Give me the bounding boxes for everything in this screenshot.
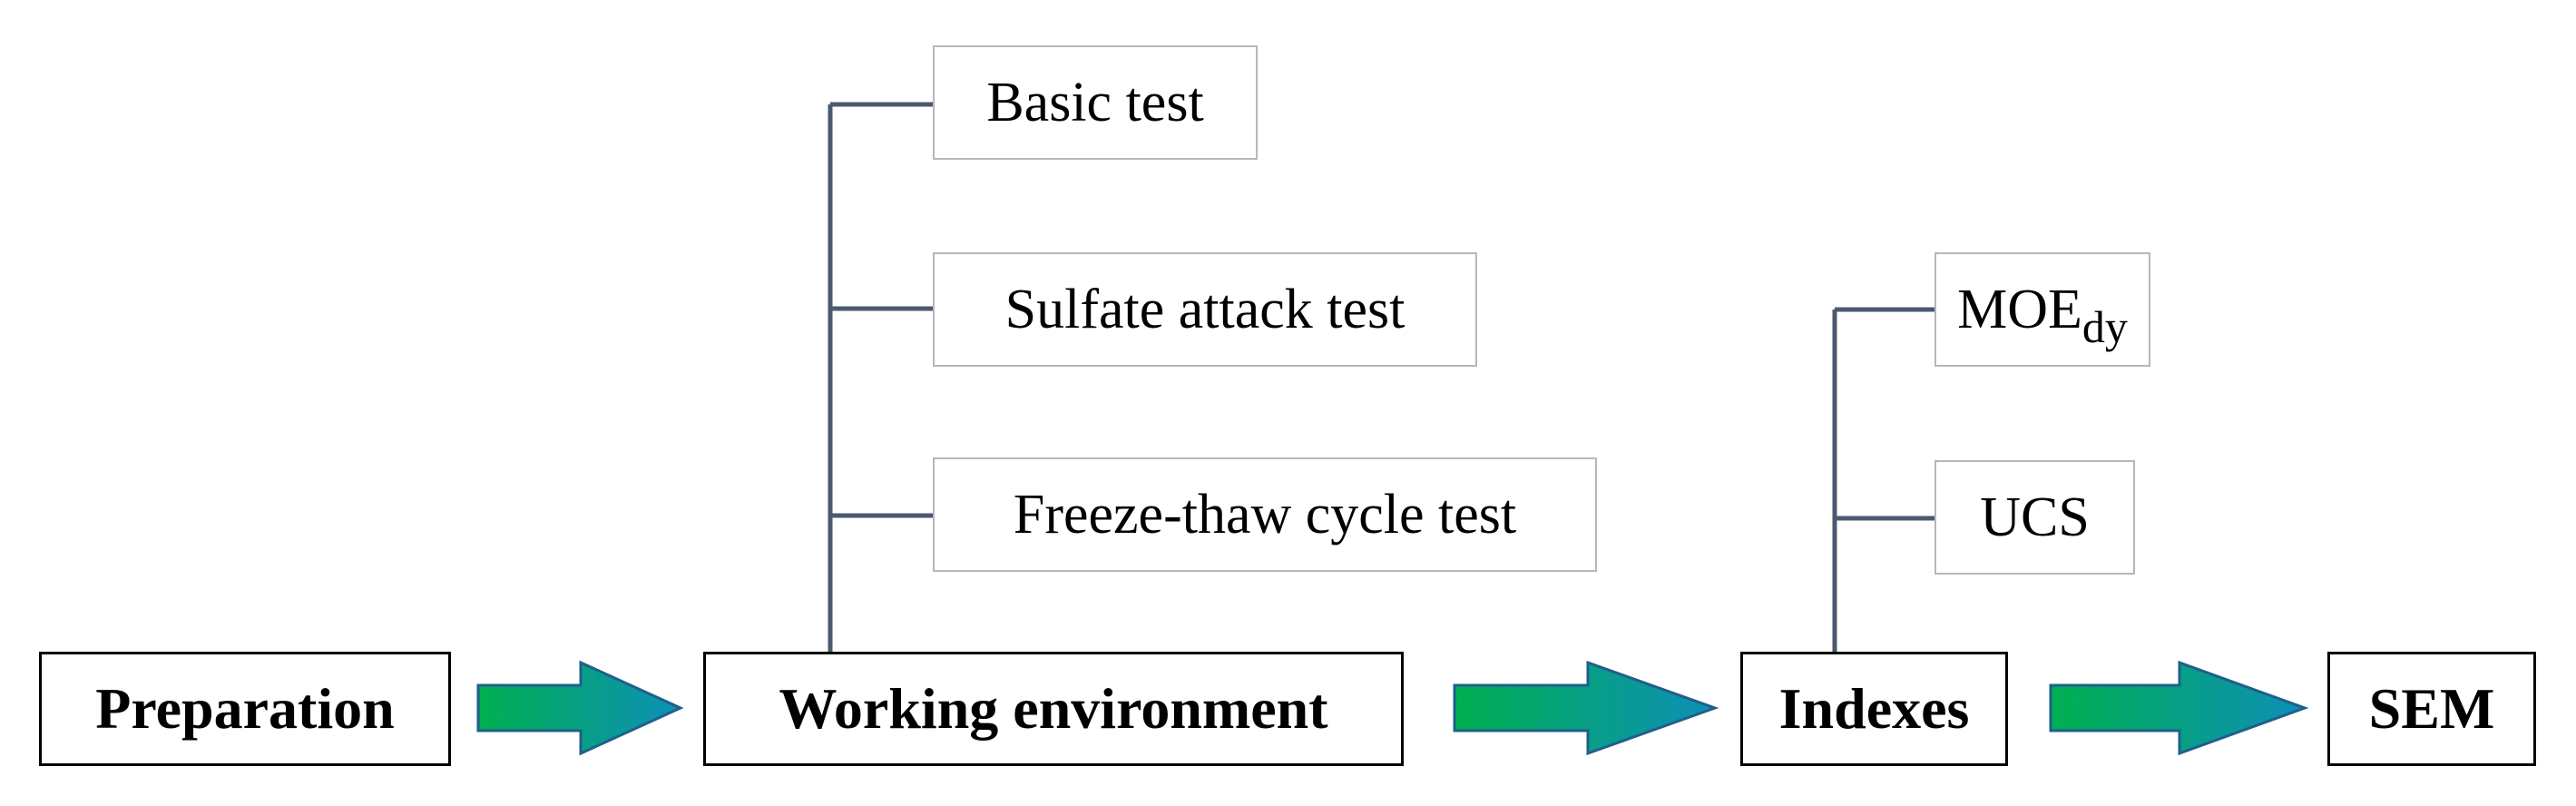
block-right-arrow-icon (476, 660, 684, 756)
indexes-box: Indexes (1740, 652, 2008, 766)
working-environment-box: Working environment (703, 652, 1404, 766)
block-right-arrow-icon (2049, 660, 2309, 756)
sem-label: SEM (2368, 676, 2495, 741)
ucs-label: UCS (1980, 486, 2090, 548)
block-right-arrow-icon (1453, 660, 1719, 756)
sulfate-attack-test-label: Sulfate attack test (1004, 278, 1406, 340)
moe-main-text: MOE (1957, 278, 2082, 340)
moe-subscript-text: dy (2081, 300, 2128, 352)
moe-dy-box: MOEdy (1934, 252, 2150, 367)
indexes-label: Indexes (1778, 676, 1970, 741)
indexes-tree-connector (1832, 307, 1934, 652)
moe-label: MOEdy (1957, 278, 2128, 352)
basic-test-box: Basic test (933, 45, 1258, 160)
working-environment-label: Working environment (779, 676, 1328, 741)
preparation-label: Preparation (95, 676, 395, 741)
freeze-thaw-cycle-test-box: Freeze-thaw cycle test (933, 457, 1597, 572)
ucs-box: UCS (1934, 460, 2135, 575)
preparation-box: Preparation (39, 652, 451, 766)
sem-box: SEM (2327, 652, 2536, 766)
basic-test-label: Basic test (986, 71, 1204, 133)
freeze-thaw-cycle-test-label: Freeze-thaw cycle test (1013, 483, 1517, 546)
environment-tree-connector (828, 102, 933, 652)
sulfate-attack-test-box: Sulfate attack test (933, 252, 1477, 367)
